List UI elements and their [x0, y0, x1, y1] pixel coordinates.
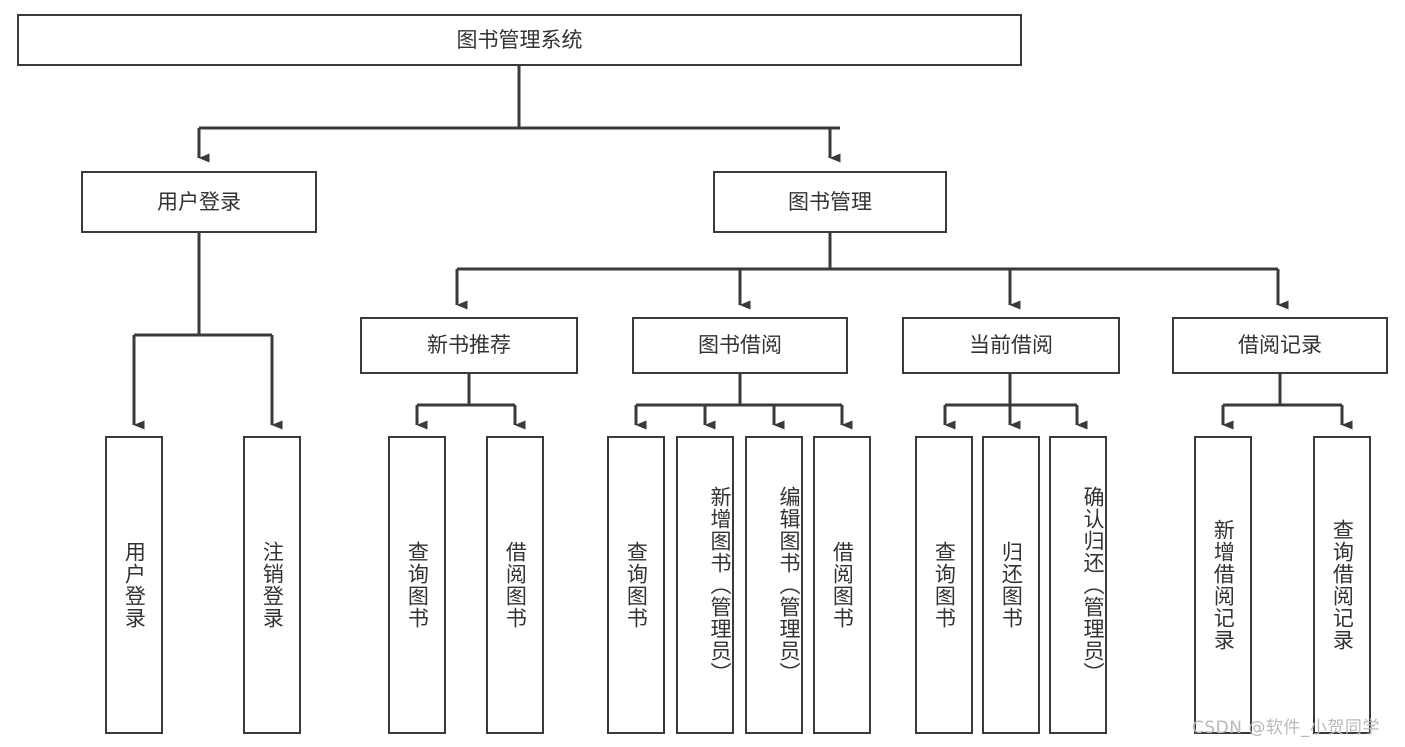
node-new-book-recommend[interactable]: 新书推荐	[360, 317, 578, 374]
node-borrow-record[interactable]: 借阅记录	[1172, 317, 1388, 374]
node-label: 归还图书	[999, 541, 1024, 629]
leaf-current-borrow-return-book[interactable]: 归还图书	[982, 436, 1040, 734]
node-label: 借阅记录	[1238, 333, 1322, 358]
node-label: 图书管理系统	[456, 27, 583, 52]
node-label: 注销登录	[260, 541, 285, 629]
leaf-book-borrow-borrow-book[interactable]: 借阅图书	[813, 436, 871, 734]
leaf-user-login-login[interactable]: 用户登录	[105, 436, 163, 734]
leaf-new-book-borrow-book[interactable]: 借阅图书	[486, 436, 544, 734]
node-label: 新增图书（管理员）	[708, 486, 732, 684]
leaf-borrow-record-query-record[interactable]: 查询借阅记录	[1313, 436, 1371, 734]
node-user-login[interactable]: 用户登录	[81, 171, 317, 233]
node-book-borrow[interactable]: 图书借阅	[632, 317, 848, 374]
leaf-current-borrow-query-book[interactable]: 查询图书	[915, 436, 973, 734]
node-label: 编辑图书（管理员）	[777, 486, 801, 684]
leaf-user-login-logout[interactable]: 注销登录	[243, 436, 301, 734]
node-current-borrow[interactable]: 当前借阅	[902, 317, 1120, 374]
watermark-text: CSDN @软件_小贺同学	[1192, 718, 1380, 738]
node-label: 借阅图书	[503, 541, 528, 629]
leaf-book-borrow-add-book-admin[interactable]: 新增图书（管理员）	[676, 436, 734, 734]
node-label: 查询图书	[932, 541, 957, 629]
node-label: 查询借阅记录	[1330, 519, 1355, 651]
node-label: 新增借阅记录	[1211, 519, 1236, 651]
node-label: 用户登录	[122, 541, 147, 629]
node-label: 图书借阅	[698, 333, 782, 358]
leaf-new-book-query-book[interactable]: 查询图书	[388, 436, 446, 734]
leaf-borrow-record-add-record[interactable]: 新增借阅记录	[1194, 436, 1252, 734]
node-label: 当前借阅	[969, 333, 1053, 358]
node-label: 图书管理	[788, 189, 872, 214]
node-book-management[interactable]: 图书管理	[713, 171, 947, 233]
node-root-book-management-system[interactable]: 图书管理系统	[17, 14, 1022, 66]
node-label: 查询图书	[405, 541, 430, 629]
leaf-book-borrow-query-book[interactable]: 查询图书	[607, 436, 665, 734]
leaf-book-borrow-edit-book-admin[interactable]: 编辑图书（管理员）	[745, 436, 803, 734]
node-label: 确认归还（管理员）	[1081, 486, 1105, 684]
node-label: 查询图书	[624, 541, 649, 629]
node-label: 借阅图书	[830, 541, 855, 629]
node-label: 用户登录	[157, 189, 241, 214]
node-label: 新书推荐	[427, 333, 511, 358]
leaf-current-borrow-confirm-return-admin[interactable]: 确认归还（管理员）	[1049, 436, 1107, 734]
